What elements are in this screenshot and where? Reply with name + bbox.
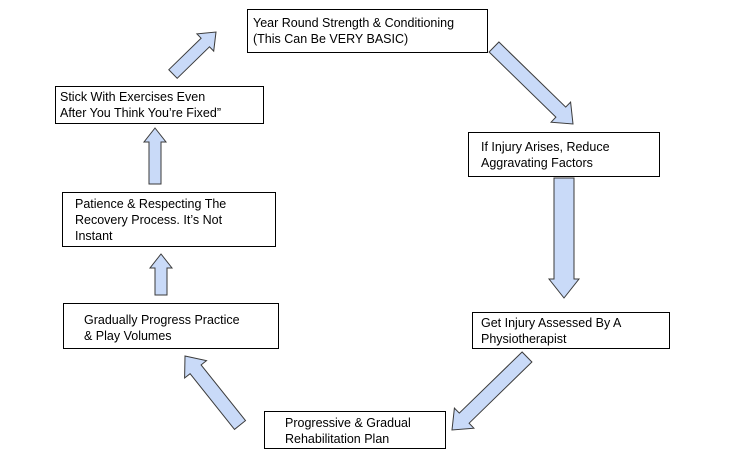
step-stick-with-exercises: Stick With Exercises Even After You Thin… (55, 86, 264, 124)
step-reduce-line-2: Aggravating Factors (481, 156, 593, 170)
step-reduce-line-1: If Injury Arises, Reduce (481, 140, 610, 154)
step-reduce-aggravating-factors: If Injury Arises, Reduce Aggravating Fac… (468, 132, 660, 177)
arrow-rehab-to-progress (184, 355, 247, 431)
step-patience-recovery: Patience & Respecting The Recovery Proce… (62, 192, 276, 247)
step-patience-line-3: Instant (75, 229, 113, 243)
arrow-reduce-to-assessed (547, 177, 581, 299)
arrow-stick-to-strength (168, 31, 217, 80)
step-rehab-line-2: Rehabilitation Plan (285, 432, 390, 446)
step-assessed-line-1: Get Injury Assessed By A (481, 316, 622, 330)
step-injury-assessed: Get Injury Assessed By A Physiotherapist (472, 312, 670, 349)
arrow-assessed-to-rehab (451, 351, 533, 431)
step-patience-line-1: Patience & Respecting The (75, 197, 227, 211)
step-assessed-line-2: Physiotherapist (481, 332, 567, 346)
step-stick-line-2: After You Think You’re Fixed” (60, 106, 221, 120)
arrow-strength-to-reduce (488, 41, 574, 125)
arrow-progress-to-patience (148, 253, 174, 296)
arrow-patience-to-stick (142, 127, 168, 185)
step-progress-line-2: & Play Volumes (84, 329, 172, 343)
step-rehabilitation-plan: Progressive & Gradual Rehabilitation Pla… (264, 411, 446, 449)
step-progress-volumes: Gradually Progress Practice & Play Volum… (63, 303, 279, 349)
step-rehab-line-1: Progressive & Gradual (285, 416, 411, 430)
step-strength-line-2: (This Can Be VERY BASIC) (253, 32, 409, 46)
step-strength-conditioning: Year Round Strength & Conditioning (This… (247, 9, 488, 53)
step-patience-line-2: Recovery Process. It’s Not (75, 213, 223, 227)
step-strength-line-1: Year Round Strength & Conditioning (253, 16, 455, 30)
step-stick-line-1: Stick With Exercises Even (60, 90, 206, 104)
step-progress-line-1: Gradually Progress Practice (84, 313, 240, 327)
